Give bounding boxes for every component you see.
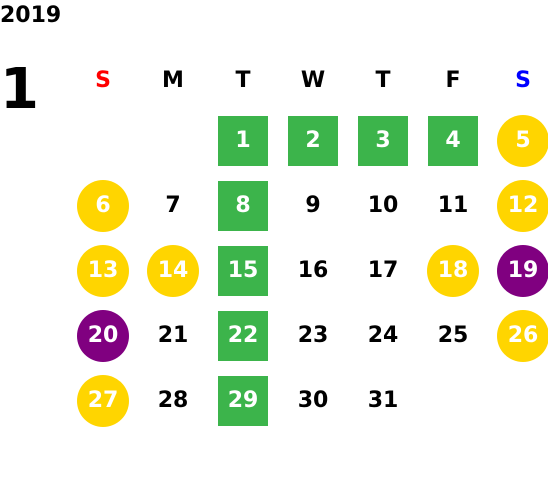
day-number: 7 bbox=[165, 193, 181, 218]
day-number: 2 bbox=[288, 115, 338, 166]
day-cell[interactable]: 15 bbox=[208, 238, 278, 303]
day-cell[interactable]: 11 bbox=[418, 173, 488, 238]
day-cell[interactable]: 6 bbox=[68, 173, 138, 238]
day-number: 6 bbox=[77, 179, 129, 232]
day-number: 4 bbox=[428, 115, 478, 166]
day-cell[interactable]: 5 bbox=[488, 108, 548, 173]
day-number: 18 bbox=[427, 244, 479, 297]
year-label: 2019 bbox=[0, 3, 62, 28]
day-cell[interactable]: 25 bbox=[418, 303, 488, 368]
day-cell[interactable]: 24 bbox=[348, 303, 418, 368]
day-number: 11 bbox=[437, 193, 469, 218]
day-cell[interactable]: 31 bbox=[348, 368, 418, 433]
day-number: 22 bbox=[218, 310, 268, 361]
day-number: 23 bbox=[297, 323, 329, 348]
day-cell[interactable]: 27 bbox=[68, 368, 138, 433]
day-number: 20 bbox=[77, 309, 129, 362]
day-cell[interactable]: 3 bbox=[348, 108, 418, 173]
day-cell[interactable]: 17 bbox=[348, 238, 418, 303]
day-number: 27 bbox=[77, 374, 129, 427]
day-cell[interactable]: 21 bbox=[138, 303, 208, 368]
day-number: 19 bbox=[497, 244, 548, 297]
weekday-header: M bbox=[162, 67, 184, 93]
day-number: 12 bbox=[497, 179, 548, 232]
day-cell[interactable]: 20 bbox=[68, 303, 138, 368]
day-cell[interactable]: 13 bbox=[68, 238, 138, 303]
day-number: 3 bbox=[358, 115, 408, 166]
day-cell[interactable]: 22 bbox=[208, 303, 278, 368]
day-number: 16 bbox=[297, 258, 329, 283]
day-number: 14 bbox=[147, 244, 199, 297]
day-number: 21 bbox=[157, 323, 189, 348]
day-number: 29 bbox=[218, 375, 268, 426]
day-number: 10 bbox=[367, 193, 399, 218]
weekday-header: T bbox=[235, 67, 251, 93]
day-number: 1 bbox=[218, 115, 268, 166]
day-cell[interactable]: 7 bbox=[138, 173, 208, 238]
day-number: 24 bbox=[367, 323, 399, 348]
day-number: 25 bbox=[437, 323, 469, 348]
day-cell[interactable]: 14 bbox=[138, 238, 208, 303]
day-cell[interactable]: 18 bbox=[418, 238, 488, 303]
day-cell[interactable]: 28 bbox=[138, 368, 208, 433]
weekday-header: T bbox=[375, 67, 391, 93]
day-cell[interactable]: 10 bbox=[348, 173, 418, 238]
day-number: 17 bbox=[367, 258, 399, 283]
day-cell[interactable]: 1 bbox=[208, 108, 278, 173]
weekday-header: F bbox=[445, 67, 461, 93]
day-cell[interactable]: 2 bbox=[278, 108, 348, 173]
day-cell[interactable]: 8 bbox=[208, 173, 278, 238]
day-number: 15 bbox=[218, 245, 268, 296]
weekday-header: S bbox=[515, 67, 531, 93]
day-cell[interactable]: 16 bbox=[278, 238, 348, 303]
day-number: 8 bbox=[218, 180, 268, 231]
day-number: 26 bbox=[497, 309, 548, 362]
day-cell[interactable]: 26 bbox=[488, 303, 548, 368]
day-cell[interactable]: 19 bbox=[488, 238, 548, 303]
weekday-header: S bbox=[95, 67, 111, 93]
day-number: 13 bbox=[77, 244, 129, 297]
day-cell[interactable]: 29 bbox=[208, 368, 278, 433]
day-number: 28 bbox=[157, 388, 189, 413]
day-number: 30 bbox=[297, 388, 329, 413]
day-cell[interactable]: 30 bbox=[278, 368, 348, 433]
month-number: 1 bbox=[0, 57, 39, 122]
day-cell[interactable]: 12 bbox=[488, 173, 548, 238]
day-cell[interactable]: 23 bbox=[278, 303, 348, 368]
day-number: 9 bbox=[305, 193, 321, 218]
day-number: 31 bbox=[367, 388, 399, 413]
day-number: 5 bbox=[497, 114, 548, 167]
day-cell[interactable]: 4 bbox=[418, 108, 488, 173]
weekday-header: W bbox=[300, 67, 326, 93]
day-cell[interactable]: 9 bbox=[278, 173, 348, 238]
